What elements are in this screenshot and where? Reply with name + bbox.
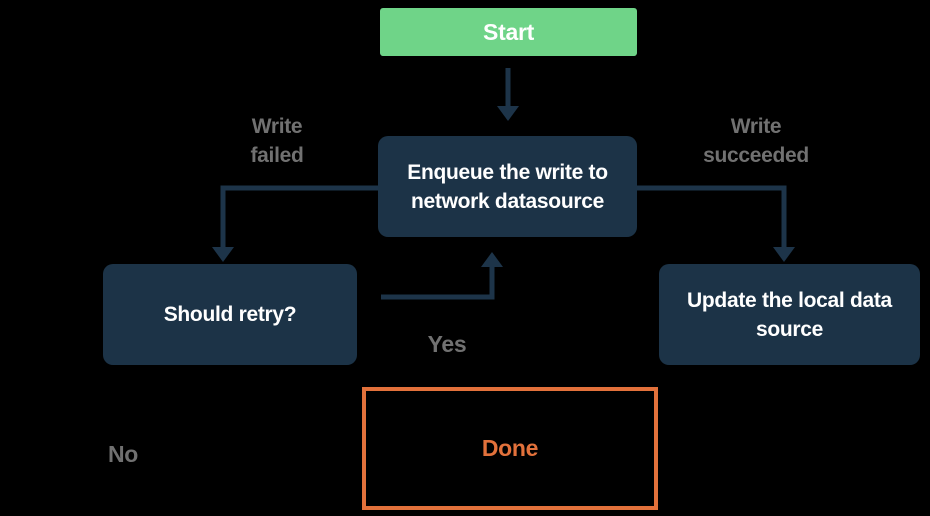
enqueue-write-node-label: Enqueue the write to network datasource <box>407 160 608 213</box>
start-node: Start <box>380 8 637 56</box>
should-retry-node-label: Should retry? <box>163 303 297 326</box>
write-succeeded-label: Write succeeded <box>703 115 809 167</box>
start-node-label: Start <box>483 18 534 45</box>
arrow-write-failed <box>212 185 378 262</box>
update-local-node-label: Update the local data source <box>687 288 892 341</box>
arrow-start-to-enqueue <box>497 68 519 121</box>
done-node: Done <box>362 387 658 510</box>
should-retry-node: Should retry? <box>103 264 357 365</box>
write-failed-label: Write failed <box>250 115 304 167</box>
enqueue-write-node: Enqueue the write to network datasource <box>378 136 637 237</box>
update-local-node: Update the local data source <box>659 264 920 365</box>
arrow-yes-retry-to-enqueue <box>381 252 503 300</box>
done-node-label: Done <box>481 435 539 461</box>
yes-label: Yes <box>427 331 467 357</box>
arrow-write-succeeded <box>637 185 795 262</box>
no-label: No <box>107 441 139 467</box>
